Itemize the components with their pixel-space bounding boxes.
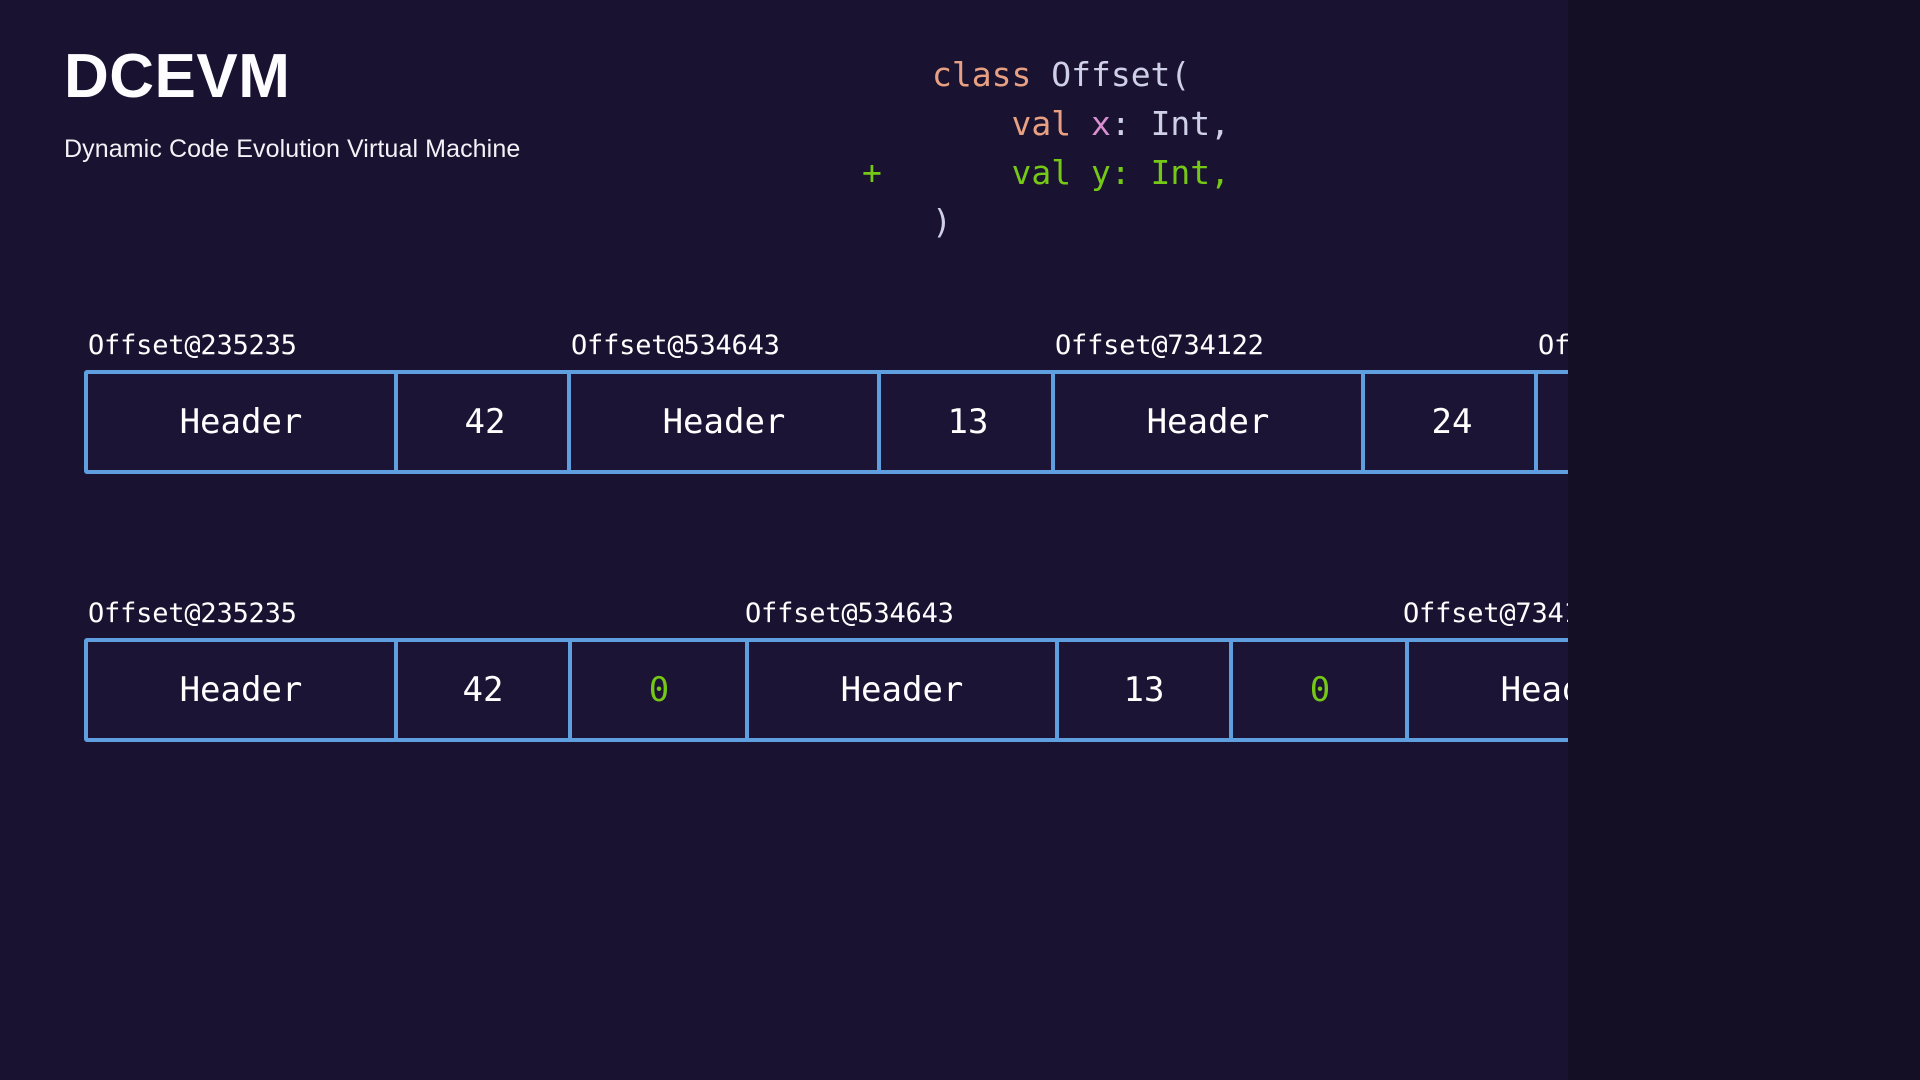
memory-cell-header: Header — [1055, 374, 1365, 470]
diff-add-marker-icon: + — [862, 153, 882, 192]
object-address-label: Offset@734122 — [1055, 330, 1264, 361]
page-subtitle: Dynamic Code Evolution Virtual Machine — [64, 135, 521, 164]
object-block: Header240 — [1405, 638, 1568, 742]
memory-cell-header: Header — [1409, 642, 1568, 738]
object-address-label: Offset@534643 — [745, 598, 954, 629]
memory-cell-added: 0 — [572, 642, 746, 738]
memory-cell-value: 13 — [881, 374, 1055, 470]
memory-cell-header: Header — [88, 642, 398, 738]
memory-cell-value: 24 — [1365, 374, 1539, 470]
memory-cell-header: Header — [571, 374, 881, 470]
code-line: ) — [862, 197, 1230, 246]
object-address-label: Offset@235235 — [88, 330, 297, 361]
object-address-label: Offset@534643 — [571, 330, 780, 361]
code-line: + val y: Int, — [862, 148, 1230, 197]
title-block: DCEVM Dynamic Code Evolution Virtual Mac… — [64, 44, 520, 164]
code-gutter — [862, 99, 932, 148]
object-address-label: Offset@934815 — [1538, 330, 1568, 361]
memory-cell-header: Header — [749, 642, 1059, 738]
code-token-punc: ) — [932, 202, 952, 241]
memory-cell-value: 42 — [398, 374, 572, 470]
memory-cell-value: 13 — [1059, 642, 1233, 738]
memory-cell-added: 0 — [1233, 642, 1407, 738]
object-block: Header91 — [1534, 370, 1568, 474]
code-token-added: val y: Int, — [932, 153, 1231, 192]
memory-cell-value: 42 — [398, 642, 572, 738]
code-token-property: x — [1090, 104, 1111, 143]
code-token-keyword: class — [932, 55, 1052, 94]
code-gutter — [862, 50, 932, 99]
object-address-label: Offset@734122 — [1403, 598, 1568, 629]
slide-header: DCEVM Dynamic Code Evolution Virtual Mac… — [0, 0, 1568, 280]
code-token-type: : Int, — [1110, 104, 1231, 143]
code-gutter — [862, 197, 932, 246]
code-line: class Offset( — [862, 50, 1230, 99]
code-line: val x: Int, — [862, 99, 1230, 148]
memory-cell-header: Header — [1538, 374, 1568, 470]
code-token-keyword: val — [932, 104, 1091, 143]
memory-cell-header: Header — [88, 374, 398, 470]
object-address-label: Offset@235235 — [88, 598, 297, 629]
page-title: DCEVM — [64, 42, 291, 111]
slide-canvas: DCEVM Dynamic Code Evolution Virtual Mac… — [0, 0, 1568, 1080]
code-snippet: class Offset( val x: Int,+ val y: Int, ) — [862, 50, 1230, 246]
code-token-type: Offset( — [1051, 55, 1191, 94]
